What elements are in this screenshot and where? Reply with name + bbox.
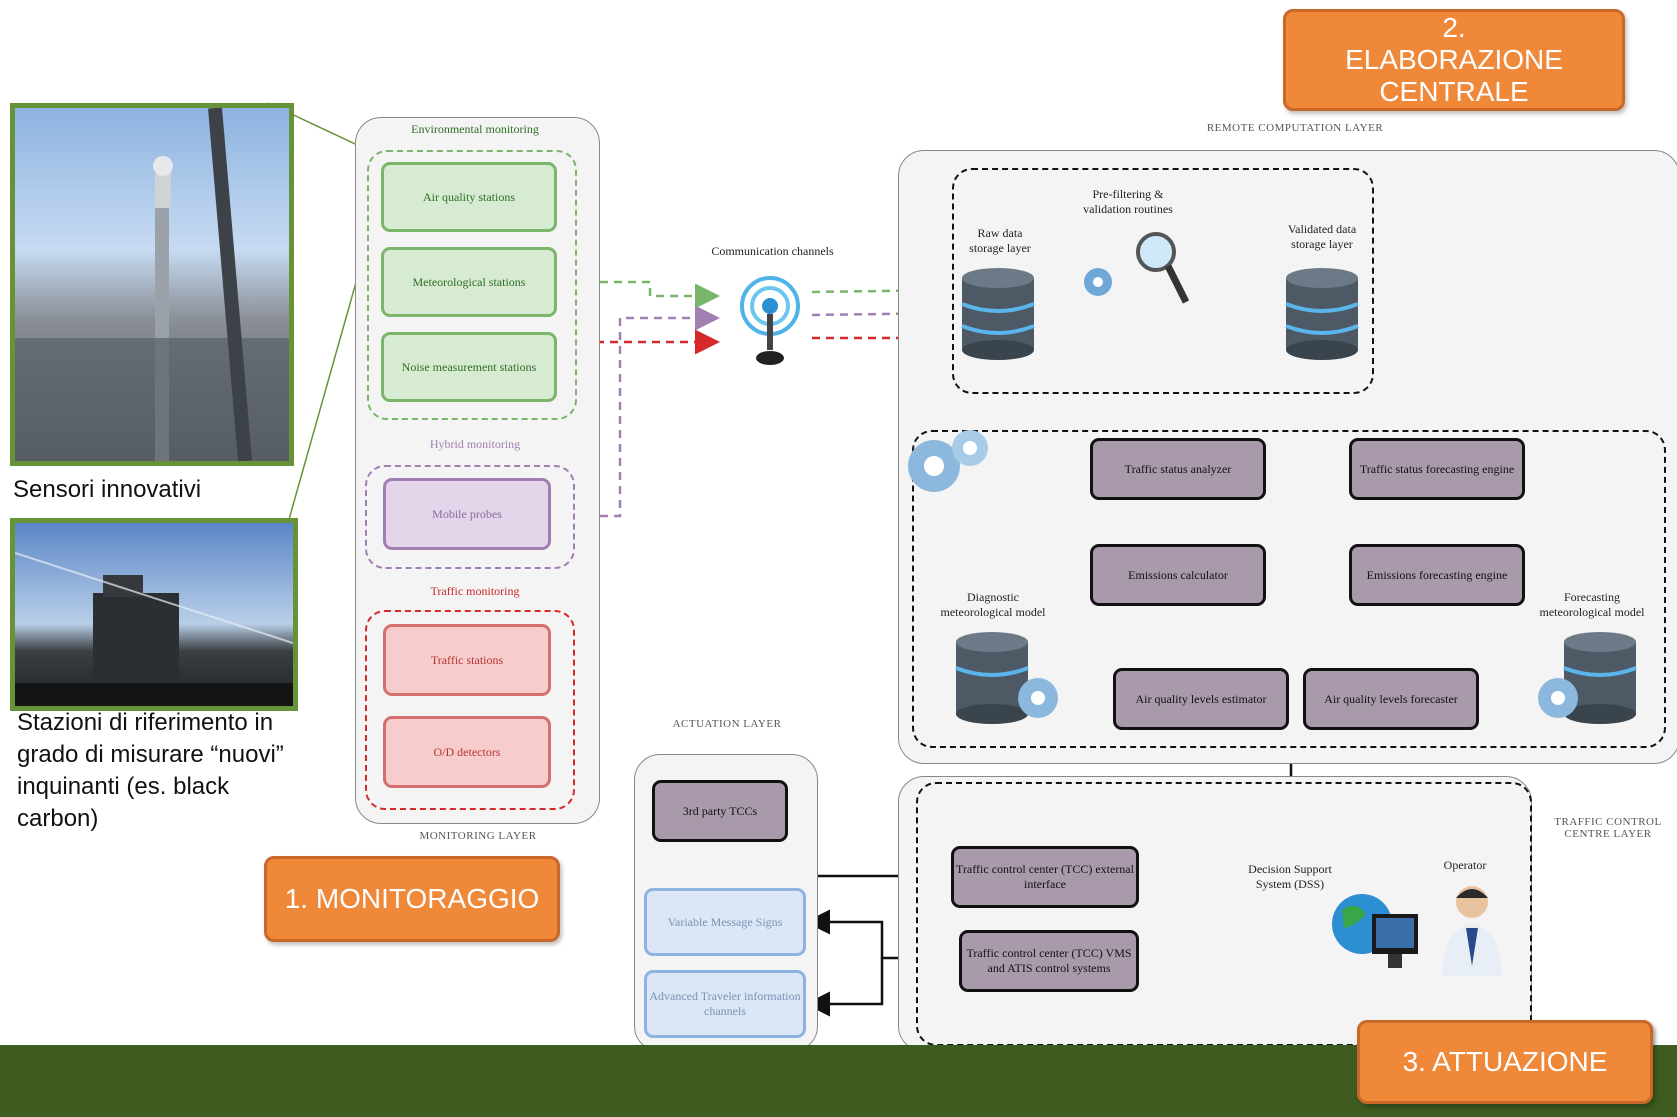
gears-icon (908, 430, 988, 492)
storage-group (952, 168, 1374, 394)
emissions-forecasting-engine[interactable]: Emissions forecasting engine (1349, 544, 1525, 606)
banner-attuazione-overlay-text: 3. ATTUAZIONE (1402, 1046, 1608, 1077)
traffic-status-analyzer[interactable]: Traffic status analyzer (1090, 438, 1266, 500)
banner-attuazione-overlay: 3. ATTUAZIONE (1357, 1020, 1653, 1104)
banner-elaborazione: 2. ELABORAZIONE CENTRALE (1283, 9, 1625, 111)
meteorological-stations[interactable]: Meteorological stations (381, 247, 557, 317)
variable-message-signs[interactable]: Variable Message Signs (644, 888, 806, 956)
traffic-status-forecasting-engine[interactable]: Traffic status forecasting engine (1349, 438, 1525, 500)
caption-stazioni: Stazioni di riferimento in grado di misu… (17, 709, 284, 832)
hybrid-title: Hybrid monitoring (429, 437, 521, 451)
third-party-tccs[interactable]: 3rd party TCCs (652, 780, 788, 842)
emissions-calculator[interactable]: Emissions calculator (1090, 544, 1266, 606)
hybrid-group (365, 465, 575, 569)
mobile-probes[interactable]: Mobile probes (383, 478, 551, 550)
forecasting-model-database-icon (1538, 632, 1637, 724)
caption-sensori: Sensori innovativi (13, 476, 202, 503)
remote-layer-label: REMOTE COMPUTATION LAYER (1206, 122, 1384, 134)
antenna-icon (740, 276, 800, 365)
actuation-layer-label: ACTUATION LAYER (672, 718, 782, 730)
communication-label: Communication channels (711, 244, 834, 258)
operator-label: Operator (1443, 858, 1487, 872)
operator-icon (1442, 886, 1502, 976)
sensor-mast-illustration (15, 108, 289, 461)
air-quality-levels-estimator[interactable]: Air quality levels estimator (1113, 668, 1289, 730)
raw-storage-label: Raw data storage layer (969, 226, 1031, 255)
sensor-photo (10, 103, 294, 466)
air-quality-levels-forecaster[interactable]: Air quality levels forecaster (1303, 668, 1479, 730)
prefiltering-label: Pre-filtering & validation routines (1083, 187, 1173, 216)
reference-station-photo (10, 518, 298, 711)
noise-measurement-stations[interactable]: Noise measurement stations (381, 332, 557, 402)
advanced-traveler-information-channels[interactable]: Advanced Traveler information channels (644, 970, 806, 1038)
raw-database-icon (961, 268, 1035, 360)
tcc-vms-atis-control[interactable]: Traffic control center (TCC) VMS and ATI… (959, 930, 1139, 992)
environmental-group (367, 150, 577, 420)
magnifier-gear-icon (1084, 232, 1190, 304)
environmental-title: Environmental monitoring (411, 122, 539, 136)
tcc-external-interface[interactable]: Traffic control center (TCC) external in… (951, 846, 1139, 908)
validated-storage-label: Validated data storage layer (1287, 222, 1357, 251)
od-detectors[interactable]: O/D detectors (383, 716, 551, 788)
diagnostic-model-label: Diagnostic meteorological model (940, 590, 1046, 619)
monitoring-layer-label: MONITORING LAYER (419, 830, 537, 842)
banner-elaborazione-text: 2. ELABORAZIONE CENTRALE (1345, 12, 1563, 107)
tcc-layer-panel (898, 776, 1532, 1052)
air-quality-stations[interactable]: Air quality stations (381, 162, 557, 232)
dss-computer-icon (1332, 894, 1418, 968)
dss-label: Decision Support System (DSS) (1248, 862, 1332, 891)
station-building-illustration (15, 552, 293, 706)
forecasting-model-label: Forecasting meteorological model (1539, 590, 1645, 619)
banner-monitoraggio-text: 1. MONITORAGGIO (284, 883, 540, 914)
validated-database-icon (1285, 268, 1359, 360)
traffic-group (365, 610, 575, 810)
banner-monitoraggio: 1. MONITORAGGIO (264, 856, 560, 942)
traffic-title: Traffic monitoring (430, 584, 520, 598)
computation-group (912, 430, 1666, 748)
tcc-layer-label: TRAFFIC CONTROL CENTRE LAYER (1554, 816, 1662, 840)
traffic-stations[interactable]: Traffic stations (383, 624, 551, 696)
diagnostic-model-database-icon (955, 632, 1058, 724)
